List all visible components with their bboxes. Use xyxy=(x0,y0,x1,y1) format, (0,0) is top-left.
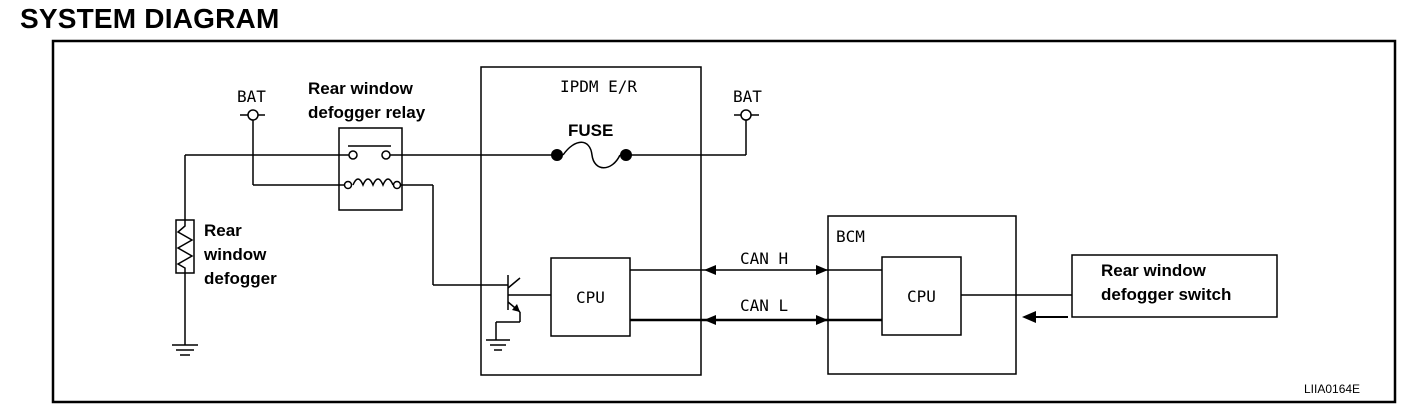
diagram-frame xyxy=(51,39,1397,404)
switch-label-line1: Rear window xyxy=(1101,261,1207,280)
defogger-label-line2: window xyxy=(203,245,267,264)
bcm-module: BCM CPU xyxy=(827,215,1017,375)
switch-signal-arrow-icon xyxy=(1022,311,1068,323)
bat-right-label: BAT xyxy=(733,87,762,106)
rear-window-defogger: Rear window defogger xyxy=(175,155,277,345)
ipdm-cpu-label: CPU xyxy=(576,288,605,307)
ipdm-er-module: IPDM E/R FUSE CPU xyxy=(480,66,702,376)
relay-label-line1: Rear window xyxy=(308,79,414,98)
page-title: SYSTEM DIAGRAM xyxy=(20,3,280,34)
can-h-line: CAN H xyxy=(630,249,882,275)
bat-left-terminal: BAT xyxy=(237,87,266,185)
can-h-arrow-left-icon xyxy=(704,265,716,275)
ipdm-box xyxy=(480,66,702,376)
can-h-arrow-right-icon xyxy=(816,265,828,275)
can-l-arrow-right-icon xyxy=(816,315,828,325)
fuse-label: FUSE xyxy=(568,121,613,140)
switch-label-line2: defogger switch xyxy=(1101,285,1231,304)
relay-box xyxy=(338,127,403,211)
ipdm-label: IPDM E/R xyxy=(560,77,637,96)
defogger-relay: Rear window defogger relay xyxy=(308,79,426,211)
can-l-arrow-left-icon xyxy=(704,315,716,325)
bat-right-terminal: BAT xyxy=(733,87,762,155)
relay-coil-icon xyxy=(352,178,394,187)
defogger-switch: Rear window defogger switch xyxy=(1071,254,1278,318)
fuse-icon xyxy=(562,141,621,169)
defogger-label-line3: defogger xyxy=(204,269,277,288)
defogger-label-line1: Rear xyxy=(204,221,242,240)
ground-left-icon xyxy=(172,344,198,356)
bcm-label: BCM xyxy=(836,227,865,246)
bat-left-label: BAT xyxy=(237,87,266,106)
ipdm-cpu-box xyxy=(550,257,631,337)
relay-label-line2: defogger relay xyxy=(308,103,426,122)
diagram-id: LIIA0164E xyxy=(1304,382,1360,396)
ground-ipdm-icon xyxy=(486,339,510,351)
bcm-cpu-box xyxy=(881,256,962,336)
can-l-label: CAN L xyxy=(740,296,788,315)
bcm-cpu-label: CPU xyxy=(907,287,936,306)
transistor-icon xyxy=(495,275,551,340)
defogger-switch-box xyxy=(1071,254,1278,318)
can-h-label: CAN H xyxy=(740,249,788,268)
can-l-line: CAN L xyxy=(630,296,882,325)
